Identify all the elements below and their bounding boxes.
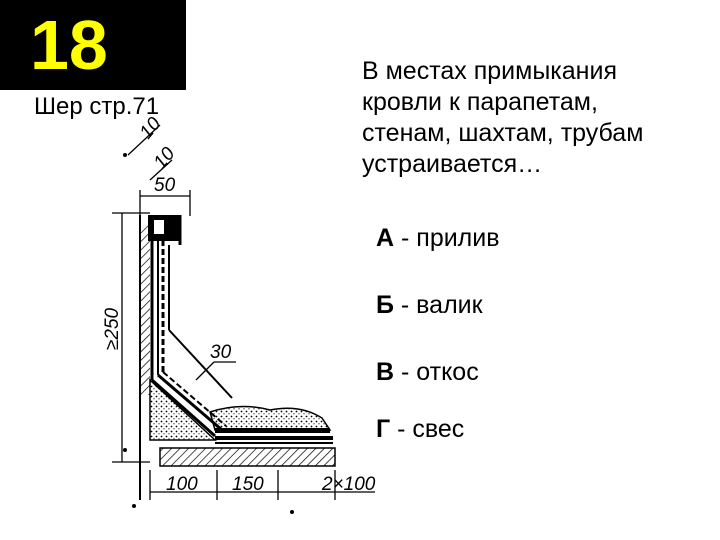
dim-bottom-3: 2×100 — [321, 474, 376, 495]
question-line: устраивается… — [362, 150, 543, 178]
option-letter: Б — [376, 291, 394, 319]
dimension-lines — [112, 124, 375, 500]
parapet-cap — [148, 215, 182, 245]
vertical-membrane — [150, 240, 170, 380]
roof-junction-drawing: 50 ≥250 30 100 150 2×100 10 10 — [102, 115, 376, 514]
option-text: - прилив — [394, 224, 500, 252]
answer-option-b[interactable]: Б - валик — [376, 290, 483, 320]
annotation-10: 10 — [150, 143, 180, 173]
question-text: В местах примыкания кровли к парапетам, … — [362, 56, 712, 180]
answer-option-a[interactable]: А - прилив — [376, 223, 500, 253]
option-letter: В — [376, 358, 395, 386]
answer-option-v[interactable]: В - откос — [376, 357, 479, 387]
question-line: В местах примыкания — [362, 57, 617, 85]
annotation-10: 10 — [136, 115, 166, 143]
question-line: стенам, шахтам, трубам — [362, 119, 644, 147]
option-text: - валик — [393, 291, 483, 319]
wall — [139, 215, 150, 500]
dim-bottom-2: 150 — [232, 474, 264, 495]
option-letter: А — [376, 224, 395, 252]
roof-layers — [159, 405, 336, 467]
small-marks — [123, 153, 294, 514]
option-text: - свес — [390, 415, 465, 443]
source-reference: Шер стр.71 — [34, 93, 160, 120]
dim-top: 50 — [154, 175, 176, 196]
dim-fillet: 30 — [210, 342, 232, 363]
question-line: кровли к парапетам, — [362, 88, 598, 116]
option-letter: Г — [376, 415, 391, 443]
option-text: - откос — [394, 358, 479, 386]
fillet — [149, 329, 233, 441]
dim-height: ≥250 — [102, 307, 123, 350]
slide-number-box: 18 — [0, 0, 186, 90]
slide-number: 18 — [30, 6, 108, 84]
dim-bottom-1: 100 — [166, 474, 198, 495]
answer-option-g[interactable]: Г - свес — [376, 414, 464, 444]
